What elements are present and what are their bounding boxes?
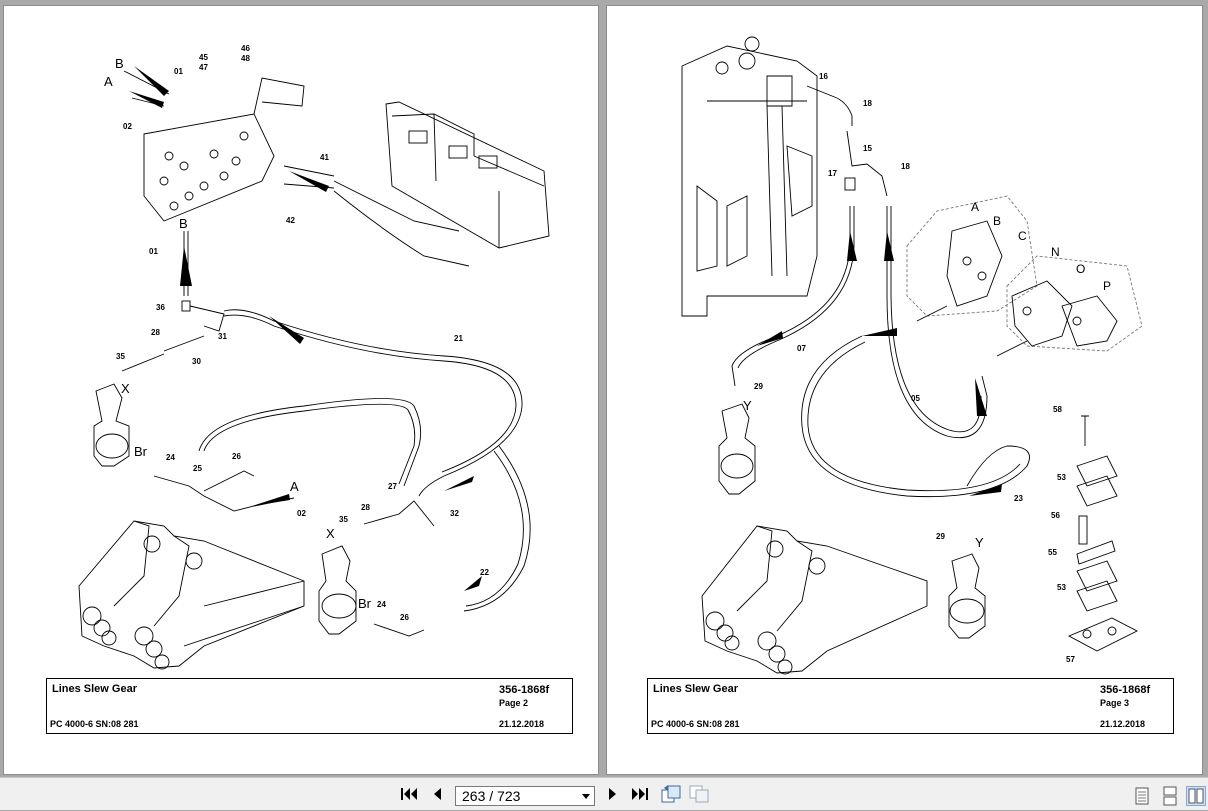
page-number-display: 263 / 723 [462,788,521,804]
port-letter-P: P [1103,279,1111,293]
port-letter-Br: Br [134,444,148,459]
callout-42: 42 [286,216,295,225]
callout-24b: 24 [377,600,386,609]
callout-45: 45 [199,53,208,62]
chevron-down-icon[interactable] [582,794,590,799]
page-label: Page 2 [499,698,529,708]
drawing-title: Lines Slew Gear [653,683,738,695]
callout-28: 28 [151,328,160,337]
facing-view-icon[interactable] [1186,786,1206,806]
callout-32: 32 [450,509,459,518]
callout-02b: 02 [297,509,306,518]
port-letter-X: X [121,381,130,396]
port-letter-Y2: Y [975,535,984,550]
callout-16: 16 [819,72,828,81]
hydraulic-lines-drawing-right: 16 18 15 18 17 07 29 05 23 29 58 53 56 5… [681,36,1143,675]
port-letter-B: B [993,214,1001,228]
rotate-disabled-icon[interactable] [688,784,710,804]
single-page-view-icon[interactable] [1132,786,1152,806]
port-letter-B2: B [179,216,188,231]
callout-15: 15 [863,144,872,153]
port-letter-A: A [971,200,979,214]
machine-model: PC 4000-6 SN:08 281 [50,719,139,729]
callout-26: 26 [232,452,241,461]
callout-48: 48 [241,54,250,63]
callout-36: 36 [156,303,165,312]
title-block-left: Lines Slew Gear PC 4000-6 SN:08 281 356-… [46,678,573,734]
callout-24: 24 [166,453,175,462]
next-page-icon[interactable] [602,784,624,804]
rotate-icon[interactable] [660,784,682,804]
port-letter-X2: X [326,526,335,541]
callout-18: 18 [863,99,872,108]
drawing-number: 356-1868f [1100,684,1151,696]
continuous-view-icon[interactable] [1160,786,1180,806]
document-page-right: 16 18 15 18 17 07 29 05 23 29 58 53 56 5… [607,6,1202,774]
callout-23: 23 [1014,494,1023,503]
callout-07: 07 [797,344,806,353]
port-letter-N: N [1051,245,1060,259]
drawing-date: 21.12.2018 [499,719,545,729]
document-page-left: 01 02 45 47 46 48 41 42 01 36 31 28 30 3… [4,6,598,774]
callout-05: 05 [911,394,920,403]
callout-01: 01 [174,67,183,76]
callout-29: 29 [754,382,763,391]
drawing-date: 21.12.2018 [1100,719,1146,729]
callout-26b: 26 [400,613,409,622]
callout-27: 27 [388,482,397,491]
callout-53b: 53 [1057,583,1066,592]
previous-page-icon[interactable] [426,784,448,804]
port-letter-Br2: Br [358,596,372,611]
first-page-icon[interactable] [398,784,420,804]
callout-47: 47 [199,63,208,72]
callout-31: 31 [218,332,227,341]
callout-25: 25 [193,464,202,473]
port-letter-O: O [1076,262,1085,276]
port-letter-C: C [1018,229,1027,243]
callout-18b: 18 [901,162,910,171]
callout-56: 56 [1051,511,1060,520]
drawing-title: Lines Slew Gear [52,683,137,695]
callout-17: 17 [828,169,837,178]
drawing-number: 356-1868f [499,684,550,696]
machine-model: PC 4000-6 SN:08 281 [651,719,740,729]
callout-41: 41 [320,153,329,162]
port-letter-B: B [115,56,124,71]
last-page-icon[interactable] [629,784,651,804]
callout-57: 57 [1066,655,1075,664]
viewer-toolbar: 263 / 723 [0,777,1208,810]
callout-02: 02 [123,122,132,131]
callout-01b: 01 [149,247,158,256]
callout-35: 35 [116,352,125,361]
callout-58: 58 [1053,405,1062,414]
callout-28b: 28 [361,503,370,512]
callout-35b: 35 [339,515,348,524]
port-letter-A: A [104,74,113,89]
hydraulic-lines-drawing-left: 01 02 45 47 46 48 41 42 01 36 31 28 30 3… [78,44,550,670]
callout-30: 30 [192,357,201,366]
callout-29b: 29 [936,532,945,541]
callout-22: 22 [480,568,489,577]
callout-53: 53 [1057,473,1066,482]
page-number-select[interactable]: 263 / 723 [455,786,595,806]
callout-46: 46 [241,44,250,53]
port-letter-Y: Y [743,398,752,413]
title-block-right: Lines Slew Gear PC 4000-6 SN:08 281 356-… [647,678,1174,734]
callout-55: 55 [1048,548,1057,557]
port-letter-A2: A [290,479,299,494]
callout-21: 21 [454,334,463,343]
page-label: Page 3 [1100,698,1130,708]
